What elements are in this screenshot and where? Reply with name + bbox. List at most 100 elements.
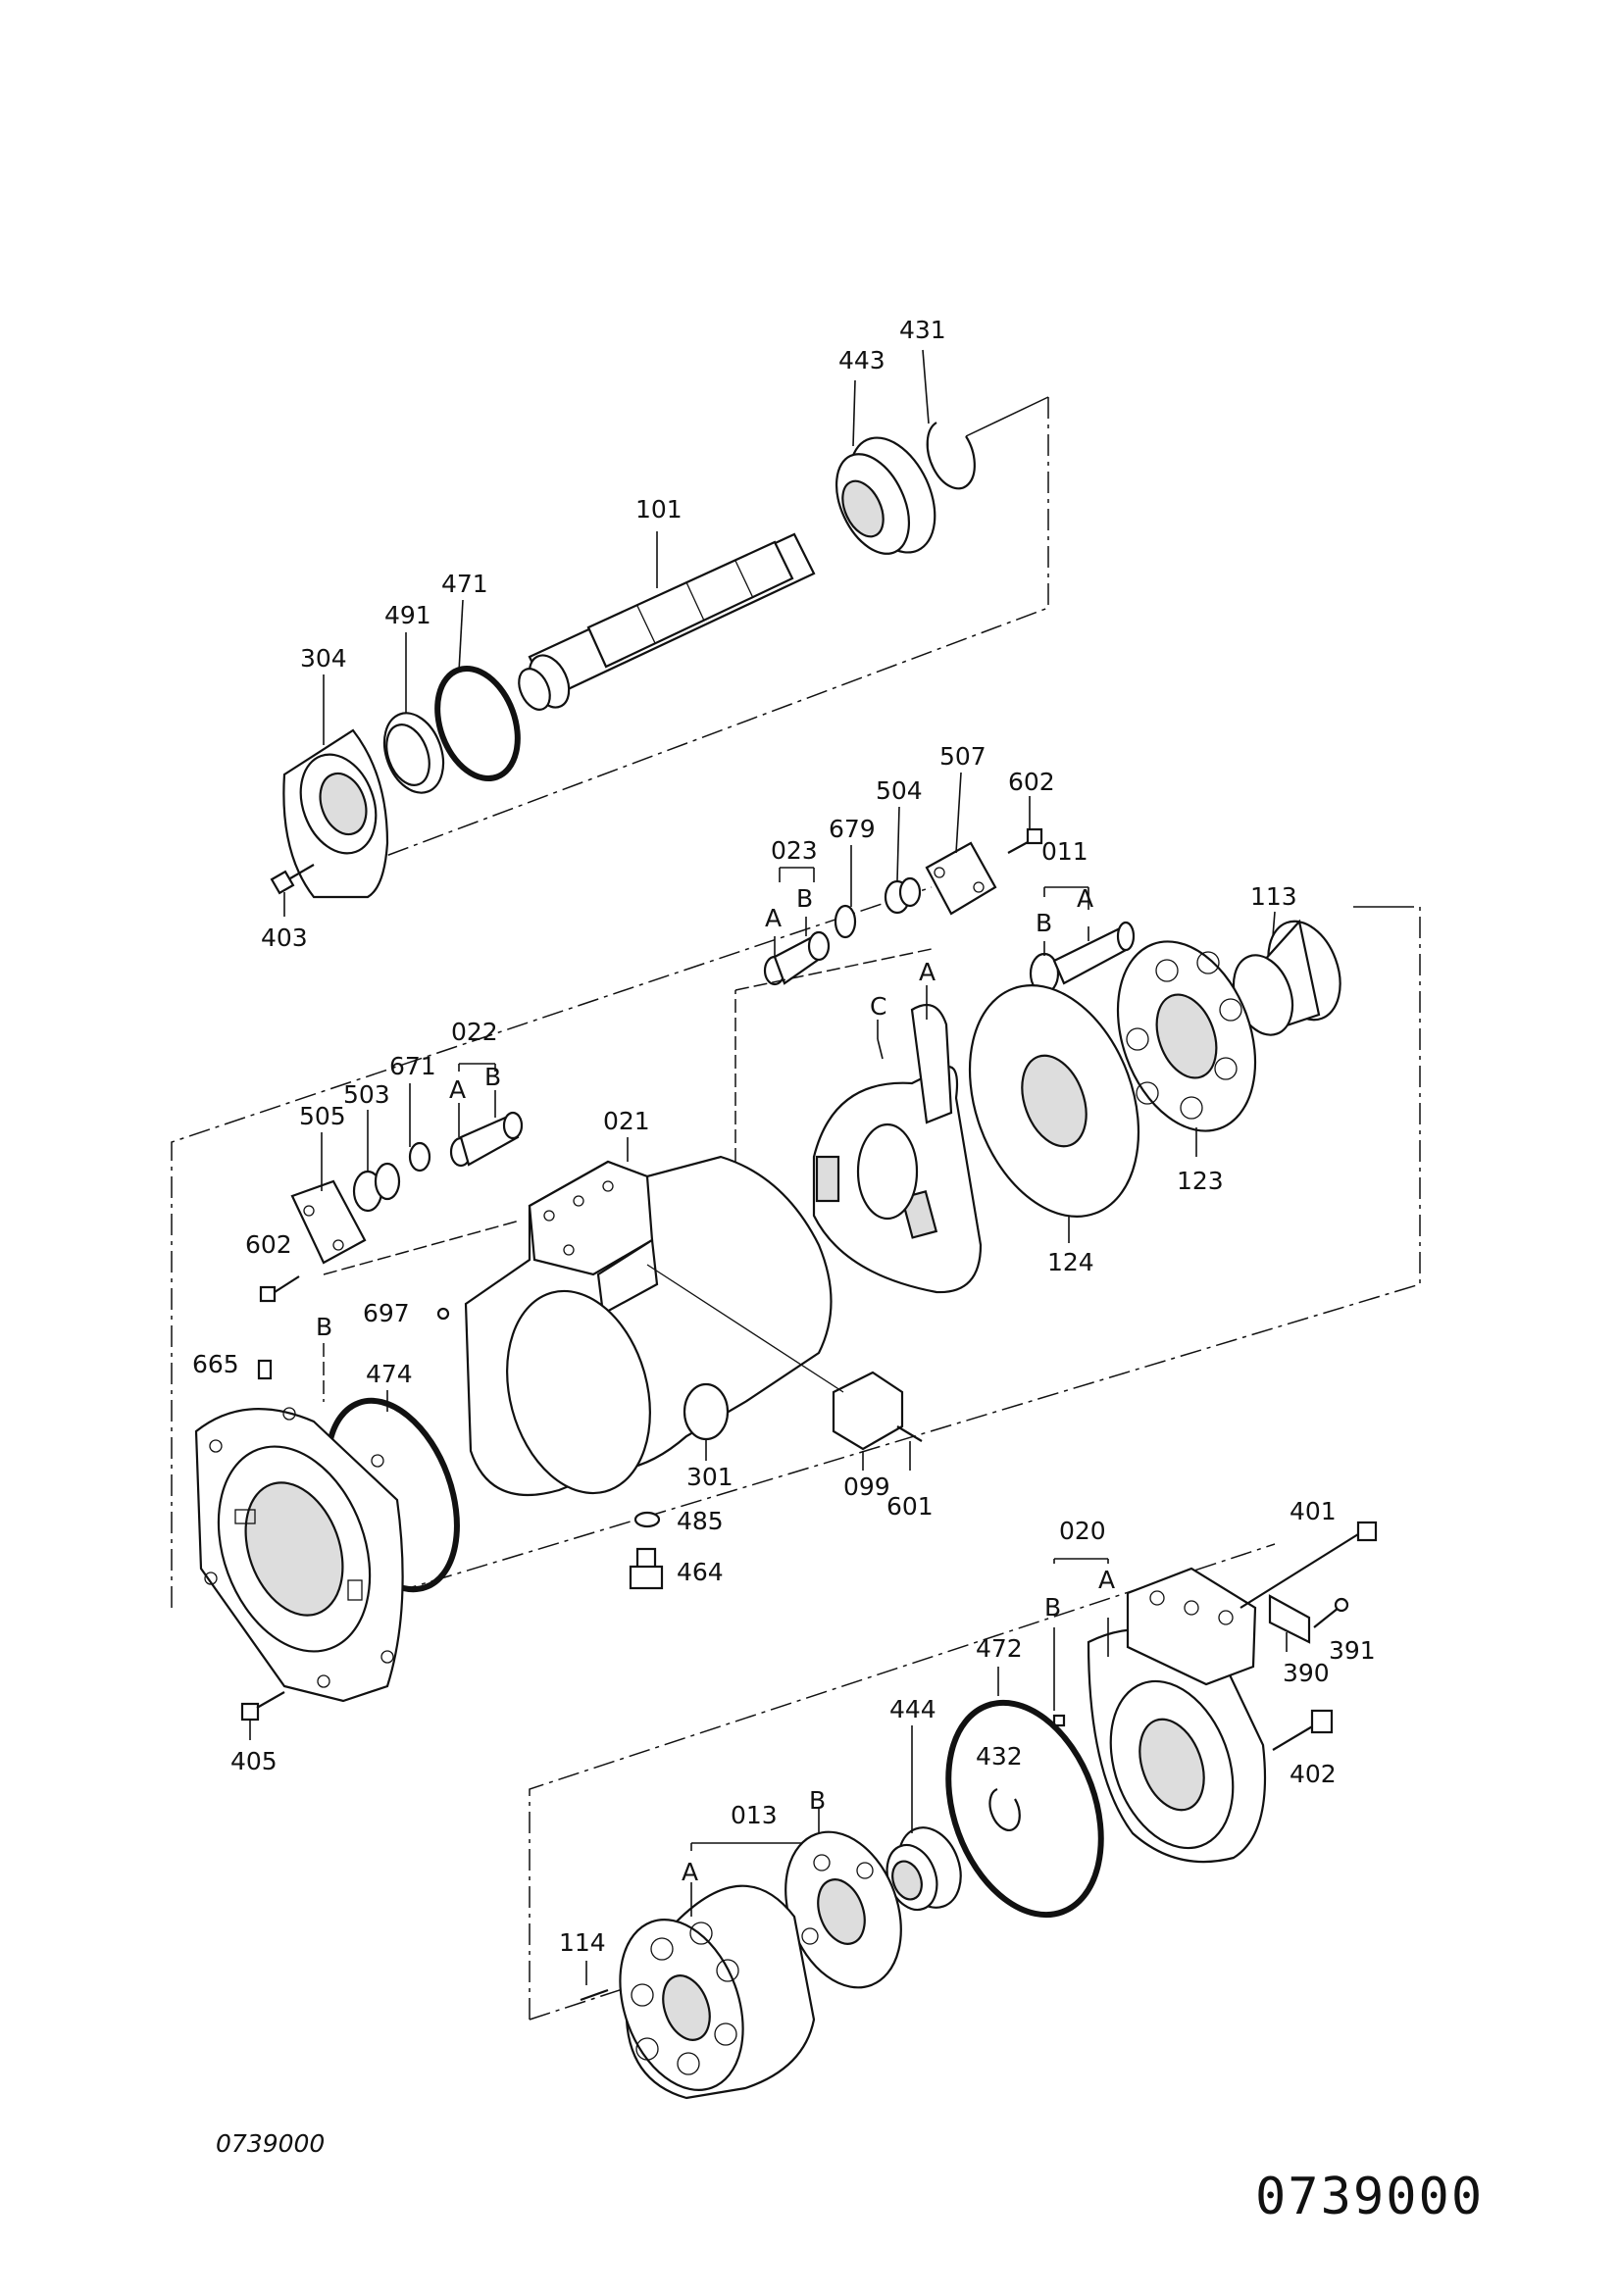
label-474: 474 [366,1360,413,1388]
label-020-b: B [1044,1593,1061,1622]
screw-391 [1313,1597,1349,1628]
label-403: 403 [261,923,308,952]
valve-023 [763,867,831,986]
label-020-a: A [1098,1566,1115,1594]
label-602-top: 602 [1008,768,1055,796]
label-022-a: A [449,1075,466,1104]
label-011-b: B [1036,909,1052,937]
seal-491 [382,632,445,794]
label-491: 491 [384,601,431,629]
cover-304 [282,674,389,899]
cylinder-113 [1232,911,1341,1036]
label-023-b: B [796,884,813,913]
plug-665 [257,1359,273,1380]
bolt-403 [270,864,315,917]
cover-plate-505 [290,1132,367,1265]
plug-504 [884,806,922,915]
label-602-left: 602 [245,1230,292,1259]
o-ring-485 [633,1511,661,1528]
bearing-444 [885,1725,962,1912]
spring-114 [580,1961,609,2002]
label-123: 123 [1177,1167,1224,1195]
o-ring-471 [434,599,521,782]
label-390: 390 [1283,1659,1330,1687]
label-464: 464 [677,1558,724,1586]
label-432: 432 [976,1742,1023,1771]
label-114: 114 [559,1928,606,1957]
label-391: 391 [1329,1636,1376,1665]
label-444: 444 [889,1695,936,1723]
casing-group-outline [171,886,1421,1608]
plug-464 [629,1547,664,1590]
bolt-602-left [259,1275,300,1303]
flange-housing [194,1407,404,1703]
o-ring-472 [945,1667,1104,1919]
ring-679 [834,845,857,939]
label-507: 507 [939,742,987,771]
label-405: 405 [230,1747,278,1775]
shaft-group-outline [328,396,1049,878]
o-ring-697 [436,1307,450,1321]
label-113: 113 [1250,882,1297,911]
label-304: 304 [300,644,347,673]
bolt-405 [240,1691,285,1740]
label-c-swash: C [870,992,886,1021]
label-021: 021 [603,1107,650,1135]
label-601: 601 [886,1492,934,1521]
ring-671 [408,1083,431,1173]
drawing-code-small: 0739000 [216,2129,325,2158]
cylinder-block-013 [619,1809,902,2100]
label-471: 471 [441,570,488,598]
shaft-101 [518,531,816,711]
label-697: 697 [363,1299,410,1327]
label-401: 401 [1290,1497,1337,1525]
label-013-a: A [682,1858,698,1886]
label-665: 665 [192,1350,239,1378]
label-431: 431 [899,316,946,344]
drawing-code-large: 0739000 [1255,2168,1484,2226]
label-099: 099 [843,1472,890,1501]
valve-022 [449,1063,524,1168]
bearing-443 [835,379,936,555]
bolt-402 [1272,1709,1334,1751]
label-022-b: B [484,1063,501,1091]
label-402: 402 [1290,1760,1337,1788]
label-b-casing: B [316,1313,332,1341]
label-679: 679 [829,815,876,843]
label-124: 124 [1047,1248,1094,1276]
bolt-602-top [1007,796,1043,854]
cylinder-group-outline [529,1543,1276,2021]
label-023-a: A [765,904,782,932]
plug-503 [352,1110,401,1213]
label-472: 472 [976,1634,1023,1663]
label-671: 671 [389,1052,436,1080]
label-013: 013 [731,1801,778,1829]
label-011: 011 [1041,837,1088,866]
label-013-b: B [809,1786,826,1815]
snap-ring-431 [922,349,976,490]
snap-ring-432 [988,1787,1021,1831]
cover-plate-507 [925,772,997,916]
label-301: 301 [686,1463,734,1491]
valve-block-099 [646,1264,923,1471]
label-a-swash: A [919,958,936,986]
label-023: 023 [771,836,818,865]
label-505: 505 [299,1102,346,1130]
piston-011 [1029,886,1136,995]
retainer-plate-123 [1116,940,1257,1157]
valve-cover-020 [1052,1558,1267,1864]
shoe-plate-124 [968,984,1140,1243]
name-plate-390 [1268,1594,1311,1652]
label-011-a: A [1077,884,1093,913]
label-485: 485 [677,1507,724,1535]
swash-plate [812,985,983,1294]
label-101: 101 [635,495,683,524]
bolt-401 [1240,1521,1378,1609]
label-020: 020 [1059,1517,1106,1545]
label-503: 503 [343,1080,390,1109]
label-504: 504 [876,776,923,805]
label-022: 022 [451,1018,498,1046]
casing-301 [464,1137,833,1497]
label-443: 443 [838,346,885,374]
